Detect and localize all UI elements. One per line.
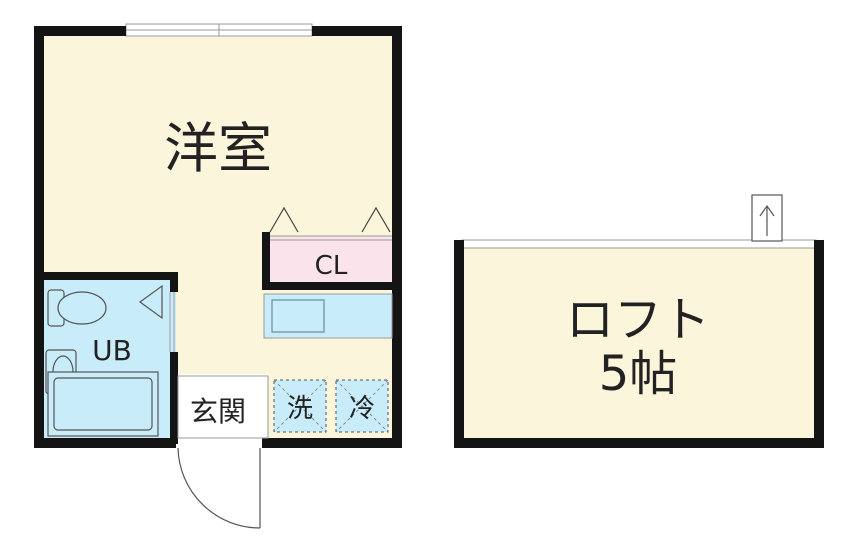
loft-walls [454,240,824,448]
western-room-label: 洋室 [164,117,272,180]
entrance-label: 玄関 [190,395,246,428]
fridge-label: 冷 [349,394,375,424]
bathroom-walls [38,272,178,444]
entrance-frame [177,375,269,439]
outer-walls [34,26,402,448]
bath-label: UB [92,334,132,367]
towel-rack-icon [138,284,163,320]
kitchen-counter [263,293,393,339]
fridge-space: 冷 [335,379,389,433]
entrance-floor [176,374,268,444]
washer-label: 洗 [287,394,313,424]
toilet-icon [47,289,107,327]
washer-space: 洗 [273,379,327,433]
closet: CL [262,206,396,290]
loft-floor [462,248,816,438]
closet-label: CL [315,251,348,281]
bathtub-icon [47,371,159,437]
main-unit: CL 洗 冷 [34,23,402,529]
loft-size-label: 5帖 [599,346,678,402]
entrance-door [177,447,261,529]
loft-name-label: ロフト [566,292,710,348]
top-window [125,23,313,37]
loft: ロフト 5帖 [454,194,824,448]
ladder-icon [751,194,783,242]
